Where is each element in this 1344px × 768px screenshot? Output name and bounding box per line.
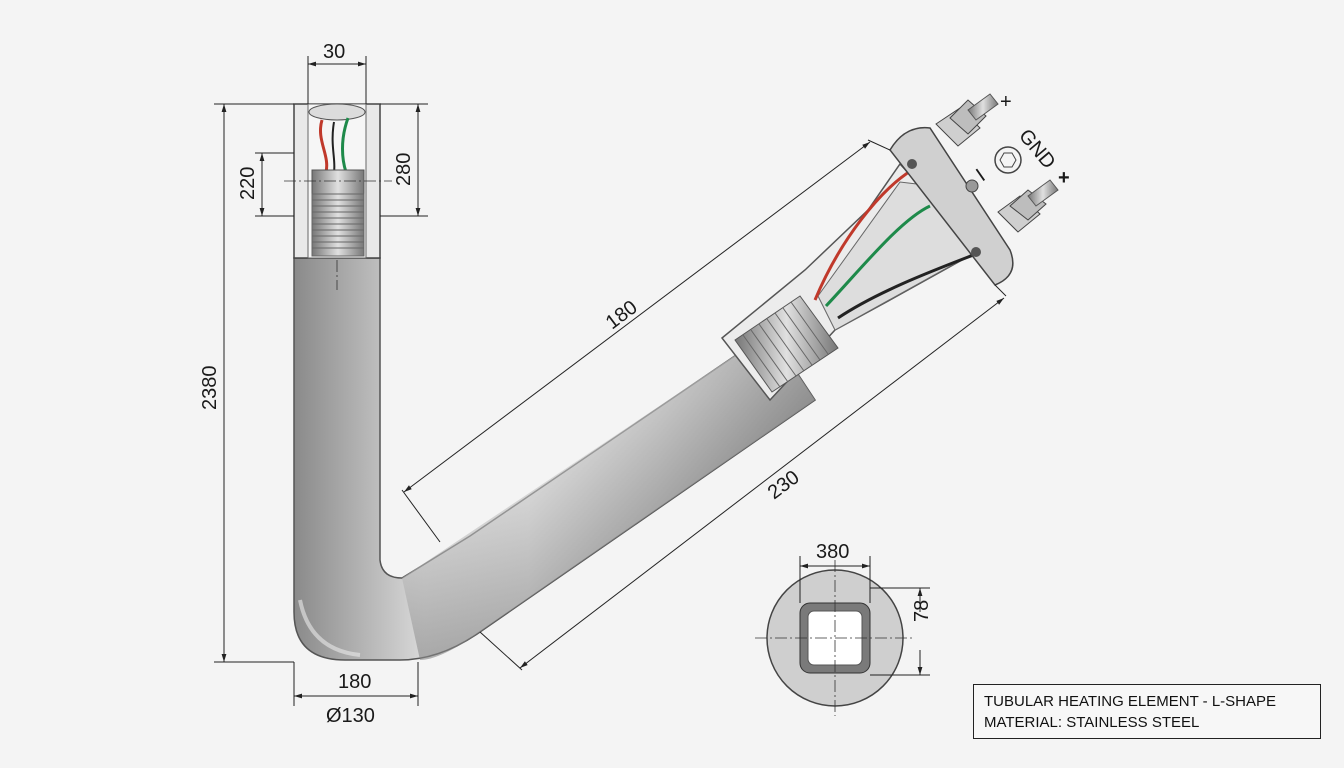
dim-diagonal-upper: 180 [602, 296, 642, 334]
pipe-body [293, 257, 817, 661]
terminal-ground-label: GND [1014, 125, 1059, 173]
top-cutaway [284, 103, 392, 290]
dim-section-width: 380 [816, 541, 849, 563]
top-thread [311, 193, 365, 257]
dim-top-width: 30 [323, 41, 345, 63]
terminal-plus-bottom [997, 179, 1059, 233]
terminal-bolts [935, 93, 1059, 233]
dim-inner-length: 220 [237, 167, 259, 200]
dimension-lines [214, 56, 1007, 706]
terminal-plus-top-label: + [1000, 91, 1012, 113]
diagonal-cutaway [720, 126, 1014, 402]
ground-screw [994, 146, 1022, 174]
title-line-1: TUBULAR HEATING ELEMENT - L-SHAPE [984, 693, 1277, 710]
terminal-plus-bottom-label: + [1058, 167, 1070, 189]
dim-bottom-width: 180 [338, 671, 371, 693]
dim-section-wall: 78 [911, 600, 933, 622]
dim-diameter: Ø130 [326, 705, 375, 727]
cross-section [755, 556, 930, 716]
dim-diagonal-lower: 230 [764, 466, 804, 504]
terminal-plus-top [935, 93, 999, 147]
dim-insert-length: 280 [393, 153, 415, 186]
dim-total-height: 2380 [199, 366, 221, 411]
title-line-2: MATERIAL: STAINLESS STEEL [984, 714, 1200, 731]
title-block: TUBULAR HEATING ELEMENT - L-SHAPE MATERI… [973, 684, 1321, 739]
